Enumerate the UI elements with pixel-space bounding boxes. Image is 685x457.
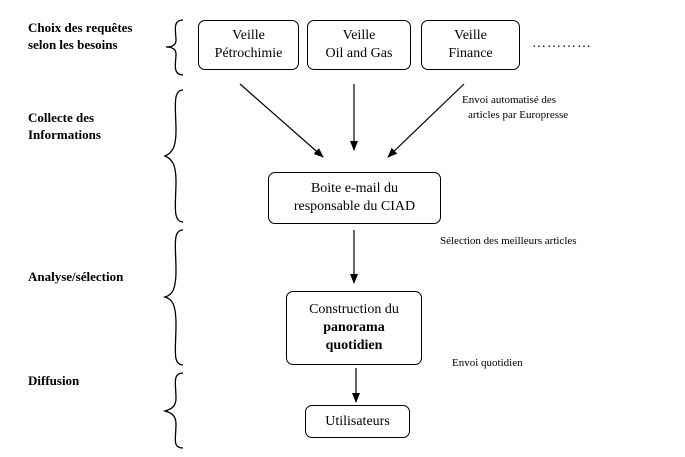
ellipsis-more-veilles: …………	[532, 36, 592, 51]
stage-choix-line1: Choix des requêtes	[28, 20, 133, 35]
note-selection-articles: Sélection des meilleurs articles	[440, 235, 577, 247]
construction-panorama-box: Construction du panorama quotidien	[286, 291, 422, 365]
stage-collecte: Collecte des Informations	[28, 109, 101, 143]
stage-choix-requetes: Choix des requêtes selon les besoins	[28, 19, 132, 53]
stage-collecte-line2: Informations	[28, 127, 101, 142]
stage-diffusion: Diffusion	[28, 373, 80, 388]
stage-choix-line2: selon les besoins	[28, 37, 118, 52]
brace-stage3	[162, 229, 184, 366]
veille-oil-gas-line1: Veille	[342, 28, 376, 43]
note-envoi-automatise: Envoi automatisé des articles par Europr…	[462, 93, 568, 123]
note-envoi-quotidien: Envoi quotidien	[452, 357, 523, 369]
email-box-line2: responsable du CIAD	[293, 199, 416, 214]
construction-line2: panorama	[323, 320, 385, 335]
email-responsable-box: Boite e-mail du responsable du CIAD	[268, 172, 441, 224]
veille-finance-line1: Veille	[454, 28, 487, 43]
brace-stage4	[162, 372, 184, 449]
stage-collecte-line1: Collecte des	[28, 110, 95, 125]
veille-oil-gas-line2: Oil and Gas	[325, 46, 393, 61]
construction-line1: Construction du	[309, 302, 399, 317]
veille-oil-gas-box: Veille Oil and Gas	[307, 20, 411, 70]
email-box-line1: Boite e-mail du	[310, 181, 399, 196]
note-envoi-automatise-line1: Envoi automatisé des	[462, 94, 557, 106]
utilisateurs-label: Utilisateurs	[325, 413, 390, 429]
note-envoi-automatise-line2: articles par Europresse	[468, 109, 569, 121]
arrow-petrochimie-to-email	[239, 83, 324, 158]
utilisateurs-box: Utilisateurs	[305, 405, 410, 438]
brace-stage1	[165, 19, 184, 76]
stage-analyse: Analyse/sélection	[28, 269, 124, 284]
brace-stage2	[163, 89, 184, 223]
veille-finance-line2: Finance	[448, 46, 493, 61]
arrow-finance-to-email	[387, 83, 465, 158]
veille-petrochimie-box: Veille Pétrochimie	[198, 20, 299, 70]
veille-finance-box: Veille Finance	[421, 20, 520, 70]
veille-petrochimie-line2: Pétrochimie	[214, 46, 283, 61]
construction-line3: quotidien	[325, 338, 383, 353]
veille-petrochimie-line1: Veille	[232, 28, 265, 43]
